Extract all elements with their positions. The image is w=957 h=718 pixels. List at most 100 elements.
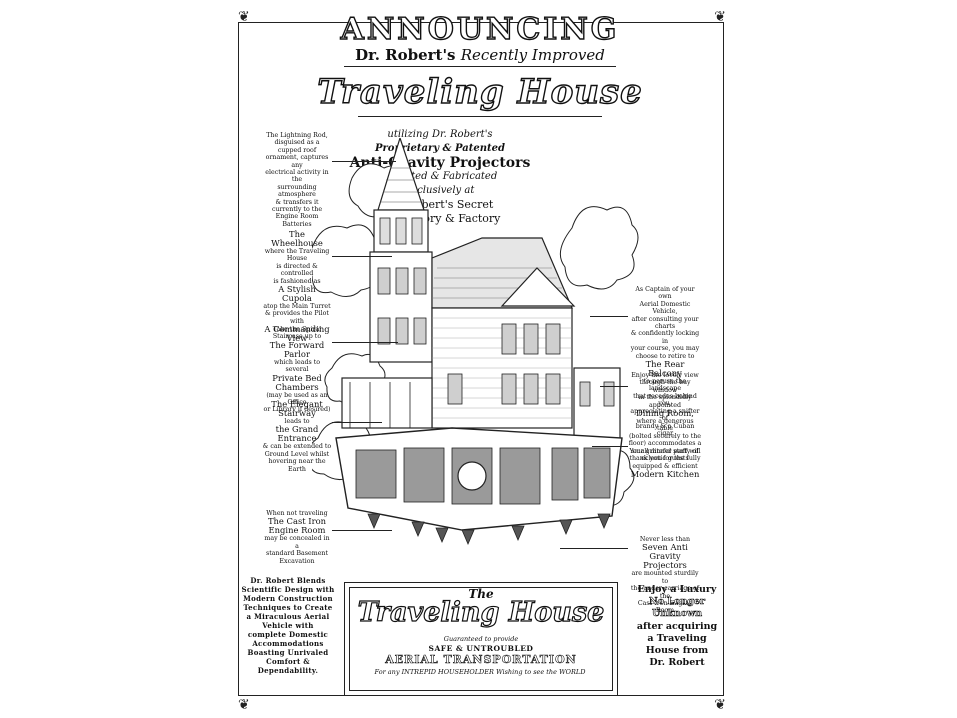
note-line: Take the Spiral Staircase up to (272, 326, 322, 341)
note-line: electrical activity in the (265, 169, 329, 184)
note-line: that recedes behind you, (633, 392, 697, 408)
note-modern-kitchen: Your grateful staff will thank you for t… (628, 448, 702, 479)
note-wheelhouse: The Wheelhouse where the Traveling House… (262, 230, 332, 343)
note-line: Enjoy the lovely view (631, 372, 699, 379)
note-anti-gravity-projectors: Never less than Seven Anti Gravity Proje… (628, 536, 702, 615)
note-line: Cast-Iron Engine Room (637, 600, 693, 615)
note-line: A Commanding View (264, 324, 330, 344)
blurb-line: Vehicle with (262, 621, 314, 630)
sign-aerial-transportation: AERIAL TRANSPORTATION (385, 653, 577, 667)
bottom-right-blurb: Enjoy a Luxury No Longer Unknown after a… (622, 584, 732, 669)
bottom-left-blurb: Dr. Robert Blends Scientific Design with… (236, 576, 340, 675)
sign-guarantee: Guaranteed to provide (443, 635, 519, 643)
corner-ornament-icon: ❦ (238, 9, 250, 25)
note-line: floor) accommodates a (628, 440, 702, 448)
note-dining-room: Enjoy the lovely view through the bay wi… (628, 372, 702, 462)
note-line: may be concealed in a (264, 535, 330, 550)
note-line: Never less than (639, 536, 691, 543)
traveling-house-sign: The Traveling House Guaranteed to provid… (344, 582, 618, 696)
note-line: the under-carriage of the (630, 585, 700, 600)
corner-ornament-icon: ❦ (714, 9, 726, 25)
blurb-line: House from (645, 645, 709, 657)
promo-line: exclusively at (405, 185, 475, 196)
leader-line (332, 422, 382, 423)
note-line: The Cast Iron (267, 516, 327, 527)
note-line: your course, you may (630, 345, 700, 353)
sign-the: The (468, 587, 494, 601)
note-line: eclectic guests (641, 455, 689, 463)
note-line: Engine Room Batteries (275, 213, 319, 228)
note-line: The Elegant Stairway (271, 399, 323, 418)
leader-line (592, 446, 628, 447)
porch (341, 377, 433, 429)
note-line: The Rear Balcony (645, 359, 685, 379)
note-line: & provides the Pilot with (265, 310, 329, 325)
note-line: surrounding atmosphere (277, 183, 317, 199)
note-line: & can be extended to (262, 443, 332, 451)
leader-line (332, 256, 392, 257)
promo-line: Invented & Fabricated (382, 171, 498, 182)
note-line: Your grateful staff will (629, 448, 701, 455)
note-line: where the Traveling House (264, 248, 330, 263)
note-rear-balcony: As Captain of your own Aerial Domestic V… (628, 286, 702, 437)
blurb-line: Accommodations (252, 639, 324, 648)
note-line: brandy & a Cuban cigar (635, 422, 695, 437)
note-line: Seven Anti Gravity (642, 542, 688, 562)
sign-title: Traveling House (357, 596, 605, 628)
blurb-line: Dependability. (257, 666, 319, 675)
byline-rest: Recently Improved (460, 46, 605, 64)
note-line: The Lightning Rod, (266, 132, 328, 139)
headline: Traveling House (316, 71, 643, 112)
note-line: to peruse the landscape (643, 378, 687, 393)
leader-line (332, 342, 398, 343)
gable (500, 267, 576, 307)
note-line: in the splendidly (638, 394, 692, 402)
blurb-line: Scientific Design with (241, 585, 335, 594)
note-line: Dining Room, (636, 408, 694, 419)
note-line: standard Basement (265, 550, 329, 558)
note-line: or Library if desired) (263, 406, 331, 414)
note-line: When not traveling (266, 510, 328, 517)
sign-footer: For any INTREPID HOUSEHOLDER Wishing to … (374, 668, 586, 676)
divider (358, 116, 602, 117)
blurb-line: Dr. Robert (649, 657, 705, 669)
note-line: appointed (649, 401, 681, 409)
note-line: The Wheelhouse (271, 229, 323, 248)
note-line: Private Bed Chambers (272, 372, 322, 392)
note-line: which leads to several (273, 358, 321, 374)
sign-safe: SAFE & UNTROUBLED (428, 644, 534, 653)
note-forward-parlor: Take the Spiral Staircase up to The Forw… (262, 326, 332, 414)
note-line: Modern Kitchen (630, 469, 700, 480)
note-line: Aerial Domestic Vehicle, (639, 300, 691, 316)
blurb-line: Unknown (651, 608, 703, 620)
blurb-line: Comfort & (266, 657, 310, 666)
note-line: (may be used as an Office (266, 391, 328, 407)
blurb-line: Dr. Robert Blends (250, 576, 326, 585)
porthole (457, 461, 487, 491)
note-engine-room: When not traveling The Cast Iron Engine … (262, 510, 332, 565)
leader-line (600, 386, 628, 387)
blurb-line: a Traveling (647, 632, 707, 644)
note-line: through the bay window (639, 379, 691, 394)
sign-footer-wrap: For any INTREPID HOUSEHOLDER Wishing to … (344, 582, 616, 694)
leader-line (332, 530, 392, 531)
byline-name: Dr. Robert's (355, 46, 456, 64)
note-line: Excavation (279, 557, 315, 565)
note-line: & transfers it currently to the (271, 198, 323, 214)
promo-line: utilizing Dr. Robert's (387, 129, 493, 140)
note-line: Engine Room (268, 525, 326, 536)
traveling-house-illustration (312, 138, 639, 546)
note-line: thank you for the fully (629, 455, 701, 463)
blurb-line: Boasting Unrivaled (247, 648, 329, 657)
blurb-line: Techniques to Create (243, 603, 333, 612)
divider (344, 66, 616, 67)
note-line: disguised as a cupped roof (274, 139, 320, 154)
note-line: Projectors (643, 560, 687, 571)
note-line: small dinner party of (631, 447, 699, 455)
note-line: the Grand Entrance (275, 424, 319, 444)
note-line: appreciating a snifter of (630, 407, 700, 423)
blurb-line: Modern Construction (243, 594, 333, 603)
blurb-line: Enjoy a Luxury (637, 584, 717, 595)
blurb-line: complete Domestic (247, 630, 329, 639)
note-line: As Captain of your own (635, 286, 695, 301)
